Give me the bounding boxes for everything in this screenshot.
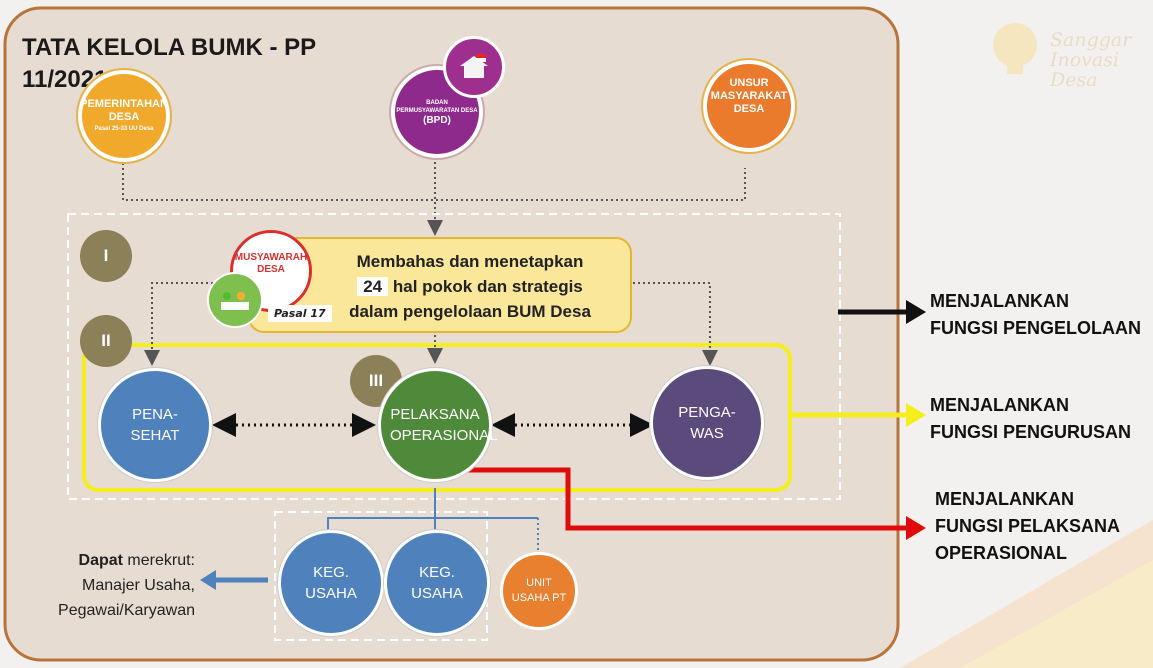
pengawas-node: PENGA-WAS — [650, 366, 764, 480]
fungsi-pelaksana: MENJALANKAN FUNGSI PELAKSANA OPERASIONAL — [935, 486, 1120, 567]
fungsi-pelaksana-l3: OPERASIONAL — [935, 543, 1068, 563]
recruit-line3: Pegawai/Karyawan — [58, 602, 195, 619]
recruit-bold: Dapat — [78, 552, 123, 569]
fungsi-pelaksana-l1: MENJALANKAN — [935, 489, 1074, 509]
dashed-box — [67, 213, 841, 500]
main-panel — [3, 6, 900, 662]
musyawarah-badge-label: MUSYAWARAH DESA — [234, 252, 308, 275]
fungsi-pengurusan: MENJALANKAN FUNGSI PENGURUSAN — [930, 392, 1131, 446]
pemerintahan-sub: Pasal 25-33 UU Desa — [94, 125, 154, 132]
keg-usaha-2-label: KEG. USAHA — [411, 564, 463, 602]
pemerintahan-desa-node: PEMERINTAHAN DESA Pasal 25-33 UU Desa — [78, 70, 170, 162]
keg-usaha-1-label: KEG. USAHA — [305, 564, 357, 602]
masyarakat-label: UNSUR MASYARAKAT DESA — [710, 76, 788, 115]
musyawarah-line2-wrap: 24 hal pokok dan strategis — [335, 274, 605, 299]
musyawarah-badge: MUSYAWARAH DESA — [230, 230, 312, 312]
bpd-abbr: (BPD) — [423, 114, 451, 126]
musyawarah-line2: hal pokok dan strategis — [392, 277, 583, 296]
bpd-label: BADAN PERMUSYAWARATAN DESA — [396, 99, 478, 114]
unit-usaha-pt-label: UNIT USAHA PT — [511, 577, 567, 604]
house-flag-icon — [443, 36, 505, 98]
unit-usaha-pt: UNIT USAHA PT — [500, 552, 578, 630]
arrow-pelaksana — [906, 516, 926, 540]
musyawarah-text: Membahas dan menetapkan 24 hal pokok dan… — [335, 249, 605, 324]
musyawarah-line3: dalam pengelolaan BUM Desa — [349, 302, 591, 321]
pelaksana-node: PELAKSANA OPERASIONAL — [378, 368, 498, 482]
penasehat-label: PENA-SEHAT — [130, 406, 180, 444]
fungsi-pengurusan-l2: FUNGSI PENGURUSAN — [930, 422, 1132, 442]
page-title: TATA KELOLA BUMK - PP 11/2021 — [22, 34, 316, 93]
brand-watermark: Sanggar Inovasi Desa — [1050, 29, 1132, 91]
fungsi-pengelolaan-l1: MENJALANKAN — [930, 291, 1069, 311]
recruit-text: Dapat merekrut: Manajer Usaha, Pegawai/K… — [30, 548, 195, 623]
fungsi-pengelolaan: MENJALANKAN FUNGSI PENGELOLAAN — [930, 288, 1141, 342]
roman-one: I — [80, 230, 132, 282]
fungsi-pelaksana-l2: FUNGSI PELAKSANA — [935, 516, 1121, 536]
fungsi-pengurusan-l1: MENJALANKAN — [930, 395, 1069, 415]
arrow-pengelolaan — [906, 300, 926, 324]
keg-usaha-2: KEG. USAHA — [384, 530, 490, 636]
pengawas-label: PENGA-WAS — [678, 404, 736, 442]
pelaksana-label: PELAKSANA OPERASIONAL — [390, 406, 498, 444]
musyawarah-line1: Membahas dan menetapkan — [356, 252, 584, 271]
pasal-label: Pasal 17 — [268, 305, 332, 322]
recruit-line2: Manajer Usaha, — [82, 577, 195, 594]
recruit-arrow — [200, 570, 216, 590]
number-24: 24 — [357, 277, 389, 296]
penasehat-node: PENA-SEHAT — [98, 368, 212, 482]
fungsi-pengelolaan-l2: FUNGSI PENGELOLAAN — [930, 318, 1142, 338]
roman-two: II — [80, 315, 132, 367]
masyarakat-node: UNSUR MASYARAKAT DESA — [703, 60, 795, 152]
pemerintahan-label: PEMERINTAHAN DESA — [80, 97, 168, 123]
arrow-pengurusan — [906, 403, 926, 427]
recruit-line1: Dapat merekrut: — [30, 548, 195, 573]
meeting-icon — [207, 272, 263, 328]
keg-usaha-1: KEG. USAHA — [278, 530, 384, 636]
recruit-rest: merekrut: — [122, 552, 195, 569]
